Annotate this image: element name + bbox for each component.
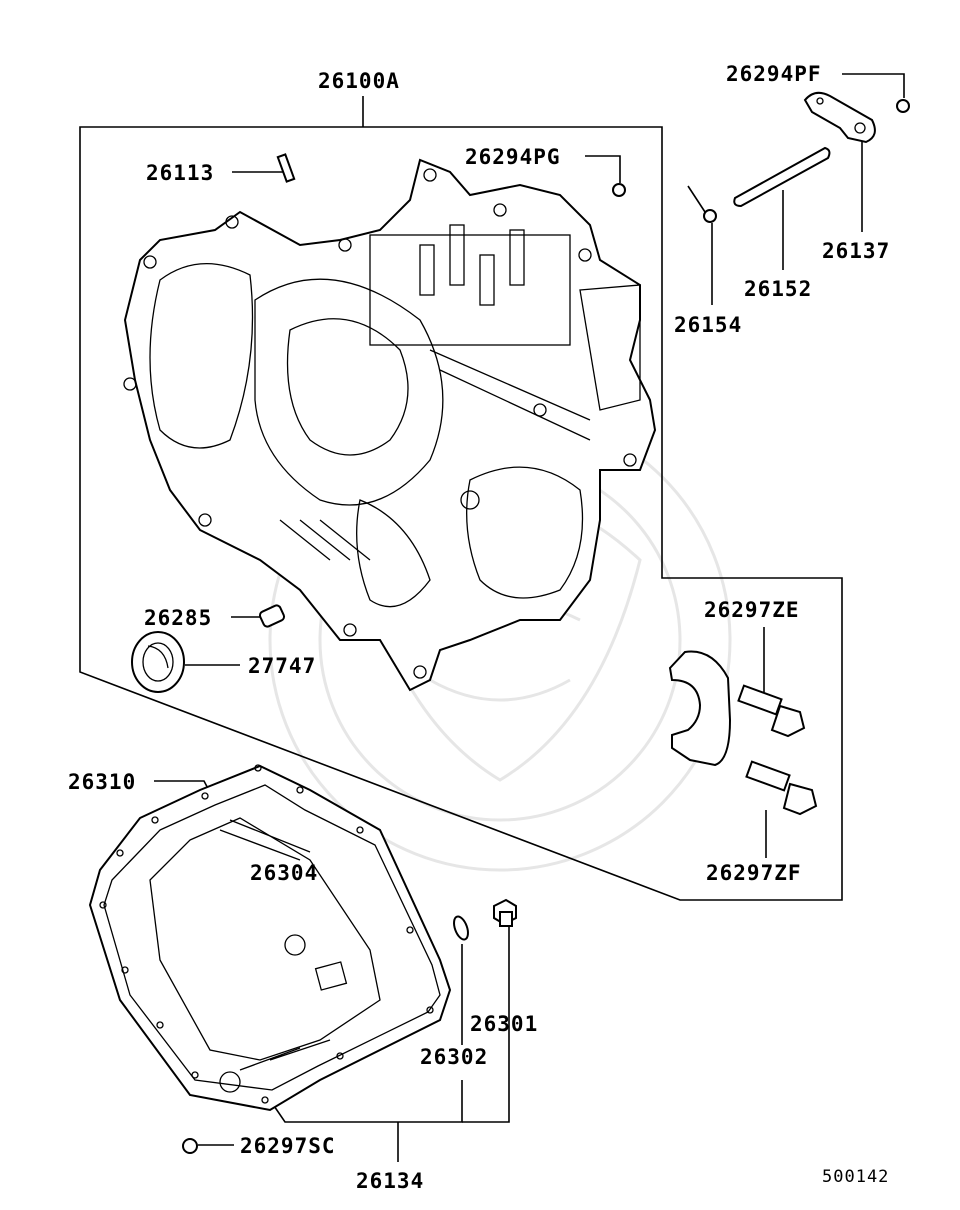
label-27747[interactable]: 27747	[248, 654, 316, 678]
label-26152[interactable]: 26152	[744, 277, 812, 301]
label-26304[interactable]: 26304	[250, 861, 318, 885]
label-26297ZE[interactable]: 26297ZE	[704, 598, 800, 622]
plug-26294PG	[612, 183, 626, 197]
label-26301[interactable]: 26301	[470, 1012, 538, 1036]
label-26100A[interactable]: 26100A	[318, 69, 400, 93]
label-26294PF[interactable]: 26294PF	[726, 62, 822, 86]
label-26154[interactable]: 26154	[674, 313, 742, 337]
pin-26113	[276, 153, 296, 183]
label-26297SC[interactable]: 26297SC	[240, 1134, 336, 1158]
oil-pan-26310	[88, 764, 452, 1112]
label-26297ZF[interactable]: 26297ZF	[706, 861, 802, 885]
label-26137[interactable]: 26137	[822, 239, 890, 263]
reference-code: 500142	[822, 1167, 889, 1187]
seal-26154	[687, 185, 717, 223]
label-26113[interactable]: 26113	[146, 161, 214, 185]
dowel-pin-26285	[258, 604, 286, 628]
bracket-and-bolts	[668, 650, 818, 816]
transaxle-case-drawing	[123, 158, 657, 692]
label-26302[interactable]: 26302	[420, 1045, 488, 1069]
plug-26294PF	[896, 99, 910, 113]
part-labels: 26100A 26294PF 26113 26294PG 26137 26152…	[68, 62, 890, 1193]
label-26294PG[interactable]: 26294PG	[465, 145, 561, 169]
shaft-26152	[733, 146, 831, 208]
label-26310[interactable]: 26310	[68, 770, 136, 794]
drain-plug-26301	[493, 898, 517, 927]
label-26134[interactable]: 26134	[356, 1169, 424, 1193]
oil-seal-27747	[131, 631, 185, 693]
label-26285[interactable]: 26285	[144, 606, 212, 630]
lever-26137	[803, 91, 876, 144]
nut-26297SC	[182, 1138, 198, 1154]
gasket-26302	[453, 915, 469, 941]
